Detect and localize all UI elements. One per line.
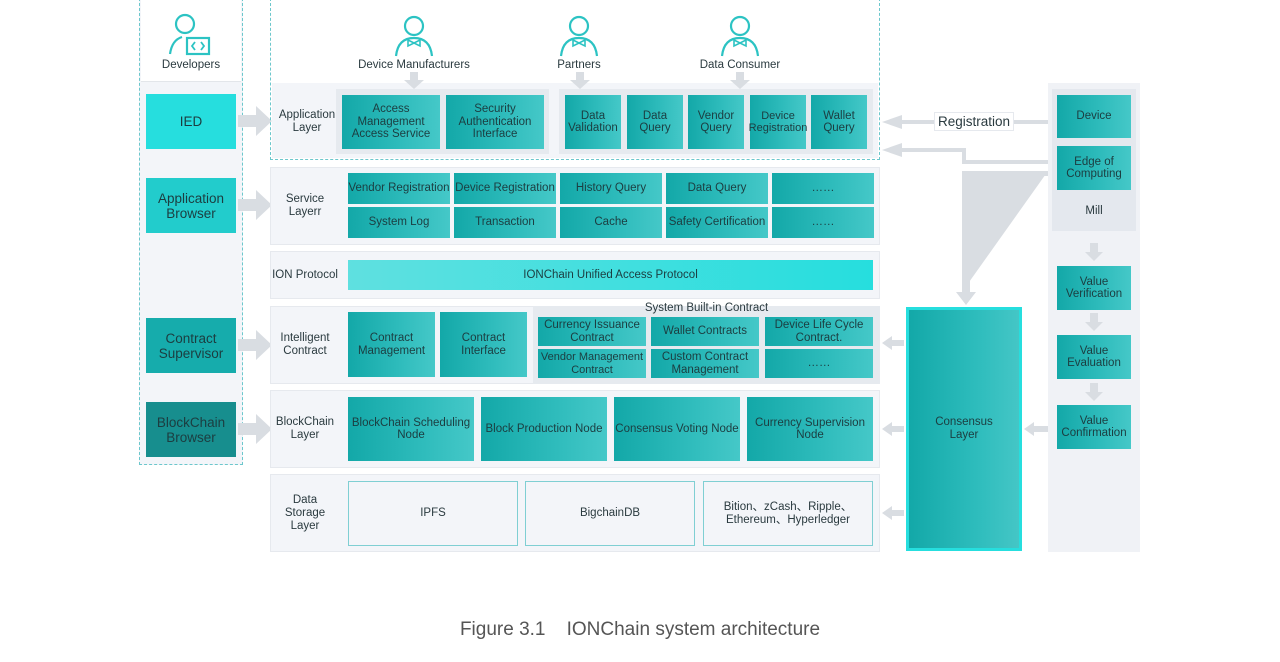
arrow-right-icon (238, 330, 272, 360)
service-item[interactable]: Vendor Registration (348, 173, 450, 204)
developer-icon (168, 13, 211, 56)
arrow-left-icon (882, 506, 904, 520)
blockchain-node[interactable]: BlockChain Scheduling Node (348, 397, 474, 461)
arrow-left-icon (1024, 422, 1048, 436)
consensus-layer-box[interactable]: Consensus Layer (906, 307, 1022, 551)
arrow-right-icon (238, 414, 272, 444)
builtin-contract-item[interactable]: Currency Issuance Contract (538, 317, 646, 346)
arrow-right-icon (238, 106, 272, 136)
service-item[interactable]: Safety Certification (666, 207, 768, 238)
ionchain-protocol-bar[interactable]: IONChain Unified Access Protocol (348, 260, 873, 290)
builtin-contract-item[interactable]: Wallet Contracts (651, 317, 759, 346)
arrow-left-icon (882, 422, 904, 436)
intelligent-contract-label: Intelligent Contract (280, 332, 330, 357)
arrow-down-icon (1085, 243, 1103, 261)
ion-protocol-label: ION Protocol (272, 268, 338, 281)
blockchain-node[interactable]: Currency Supervision Node (747, 397, 873, 461)
arrow-left-icon (882, 336, 904, 350)
edge-computing-box[interactable]: Edge of Computing (1057, 146, 1131, 190)
storage-item[interactable]: IPFS (348, 481, 518, 546)
builtin-contract-title: System Built-in Contract (644, 302, 769, 314)
app-item[interactable]: Data Validation (565, 95, 621, 149)
storage-item[interactable]: Bition、zCash、Ripple、Ethereum、Hyperledger (703, 481, 873, 546)
device-box[interactable]: Device (1057, 95, 1131, 138)
service-item[interactable]: Cache (560, 207, 662, 238)
arrow-right-icon (238, 190, 272, 220)
value-step[interactable]: Value Evaluation (1057, 335, 1131, 379)
figure-caption: Figure 3.1 IONChain system architecture (459, 619, 821, 640)
mill-label: Mill (1085, 205, 1103, 217)
app-item[interactable]: Access Management Access Service (342, 95, 440, 149)
user-icon (720, 15, 760, 57)
app-item[interactable]: Device Registration (749, 95, 807, 149)
service-item[interactable]: …… (772, 207, 874, 238)
arrow-down-icon (404, 72, 424, 89)
service-item[interactable]: System Log (348, 207, 450, 238)
blockchain-node[interactable]: Block Production Node (481, 397, 607, 461)
builtin-contract-item[interactable]: Vendor Management Contract (538, 349, 646, 378)
user-icon (559, 15, 599, 57)
application-browser-button[interactable]: Application Browser (146, 178, 236, 233)
registration-label: Registration (934, 112, 1015, 131)
developers-label: Developers (161, 59, 221, 71)
arrow-down-icon (1085, 383, 1103, 401)
app-item[interactable]: Security Authentication Interface (446, 95, 544, 149)
application-layer-label: Application Layer (278, 109, 336, 134)
consensus-layer-label: Consensus Layer (935, 416, 993, 441)
contract-item[interactable]: Contract Management (348, 312, 435, 377)
app-item[interactable]: Wallet Query (811, 95, 867, 149)
app-item[interactable]: Data Query (627, 95, 683, 149)
contract-supervisor-button[interactable]: Contract Supervisor (146, 318, 236, 373)
partners-label: Partners (557, 59, 601, 71)
blockchain-node[interactable]: Consensus Voting Node (614, 397, 740, 461)
device-manufacturers-label: Device Manufacturers (358, 59, 470, 71)
registration-connector (882, 115, 1048, 305)
data-consumer-label: Data Consumer (699, 59, 781, 71)
data-storage-label: Data Storage Layer (284, 493, 326, 532)
contract-item[interactable]: Contract Interface (440, 312, 527, 377)
service-item[interactable]: Device Registration (454, 173, 556, 204)
app-item[interactable]: Vendor Query (688, 95, 744, 149)
ied-button[interactable]: IED (146, 94, 236, 149)
service-item[interactable]: …… (772, 173, 874, 204)
builtin-contract-item[interactable]: …… (765, 349, 873, 378)
arrow-down-icon (730, 72, 750, 89)
blockchain-browser-button[interactable]: BlockChain Browser (146, 402, 236, 457)
value-step[interactable]: Value Verification (1057, 266, 1131, 310)
user-icon (394, 15, 434, 57)
service-layer-label: Service Layerr (285, 193, 325, 218)
service-item[interactable]: Transaction (454, 207, 556, 238)
developers-header (141, 0, 241, 82)
service-item[interactable]: History Query (560, 173, 662, 204)
builtin-contract-item[interactable]: Device Life Cycle Contract. (765, 317, 873, 346)
value-step[interactable]: Value Confirmation (1057, 405, 1131, 449)
storage-item[interactable]: BigchainDB (525, 481, 695, 546)
application-zone (270, 0, 880, 160)
builtin-contract-item[interactable]: Custom Contract Management (651, 349, 759, 378)
blockchain-layer-label: BlockChain Layer (275, 416, 335, 441)
arrow-down-icon (570, 72, 590, 89)
arrow-down-icon (1085, 313, 1103, 331)
service-item[interactable]: Data Query (666, 173, 768, 204)
